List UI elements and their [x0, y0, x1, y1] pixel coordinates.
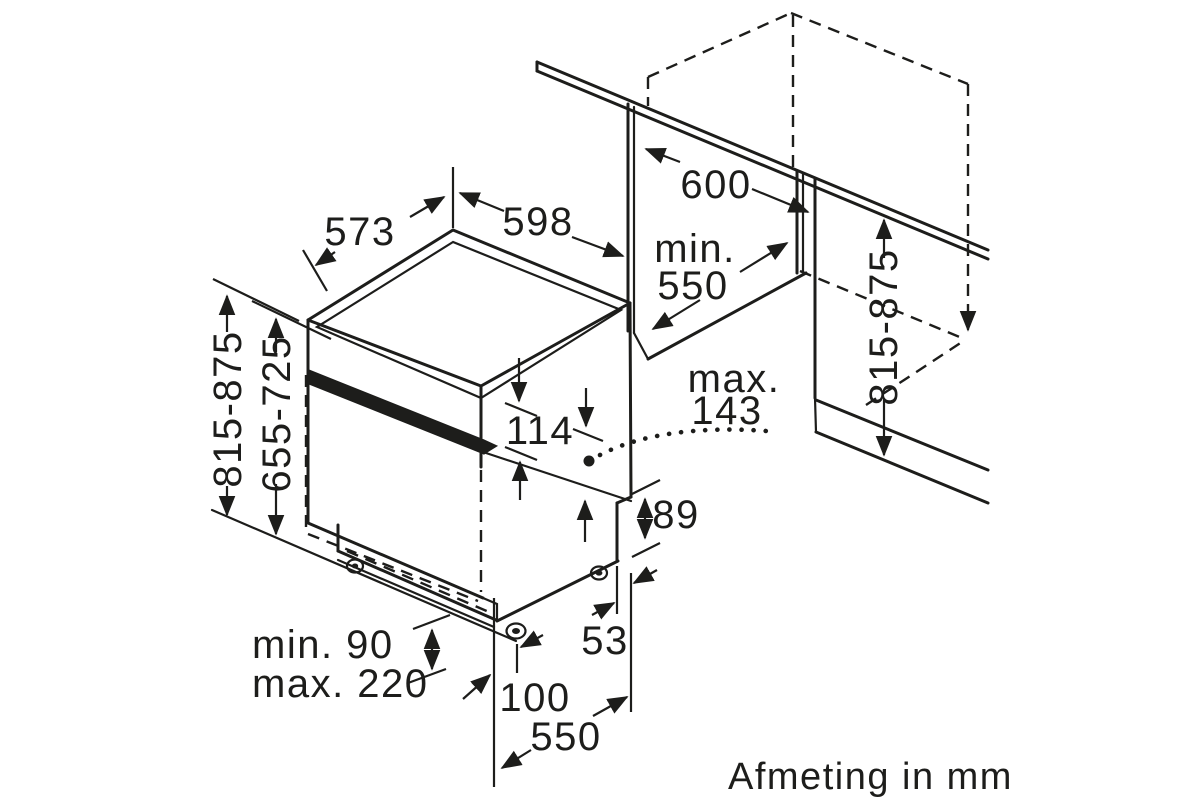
label-height-left-inner: 655-725 — [255, 335, 299, 492]
dotted-leader — [597, 427, 769, 458]
label-niche-depth-value: 550 — [657, 264, 728, 308]
dashed-cabinet-outline — [646, 11, 977, 407]
label-door-overlap-value: 143 — [691, 389, 762, 433]
label-foot-inset-front: 100 — [499, 676, 570, 720]
label-control-panel-height: 114 — [506, 409, 574, 453]
label-height-left-outer: 815-875 — [206, 330, 250, 487]
dishwasher-body — [210, 228, 633, 643]
adjustable-foot-right — [589, 565, 609, 581]
label-plinth-min: min. 90 — [252, 623, 394, 667]
label-base-depth: 550 — [530, 715, 601, 759]
control-panel-band — [308, 369, 485, 455]
label-height-right: 815-875 — [862, 248, 906, 405]
label-plinth-max: max. 220 — [252, 662, 429, 706]
label-rear-base-height: 89 — [652, 493, 700, 537]
label-foot-inset-side: 53 — [581, 619, 629, 663]
label-niche-width: 600 — [680, 163, 751, 207]
label-top-depth: 598 — [502, 200, 573, 244]
label-top-width: 573 — [324, 210, 395, 254]
label-door-overlap-max: max. — [688, 357, 781, 401]
countertop-and-niche — [535, 60, 990, 505]
dimension-labels: 573 598 600 min. 550 815-875 815-875 655… — [206, 163, 1013, 798]
adjustable-foot-left — [345, 558, 365, 574]
door-pivot-dot — [583, 455, 595, 467]
label-niche-depth-min: min. — [654, 227, 736, 271]
dimension-lines — [212, 147, 893, 787]
caption-units: Afmeting in mm — [728, 756, 1013, 798]
adjustable-foot-front — [505, 622, 527, 640]
